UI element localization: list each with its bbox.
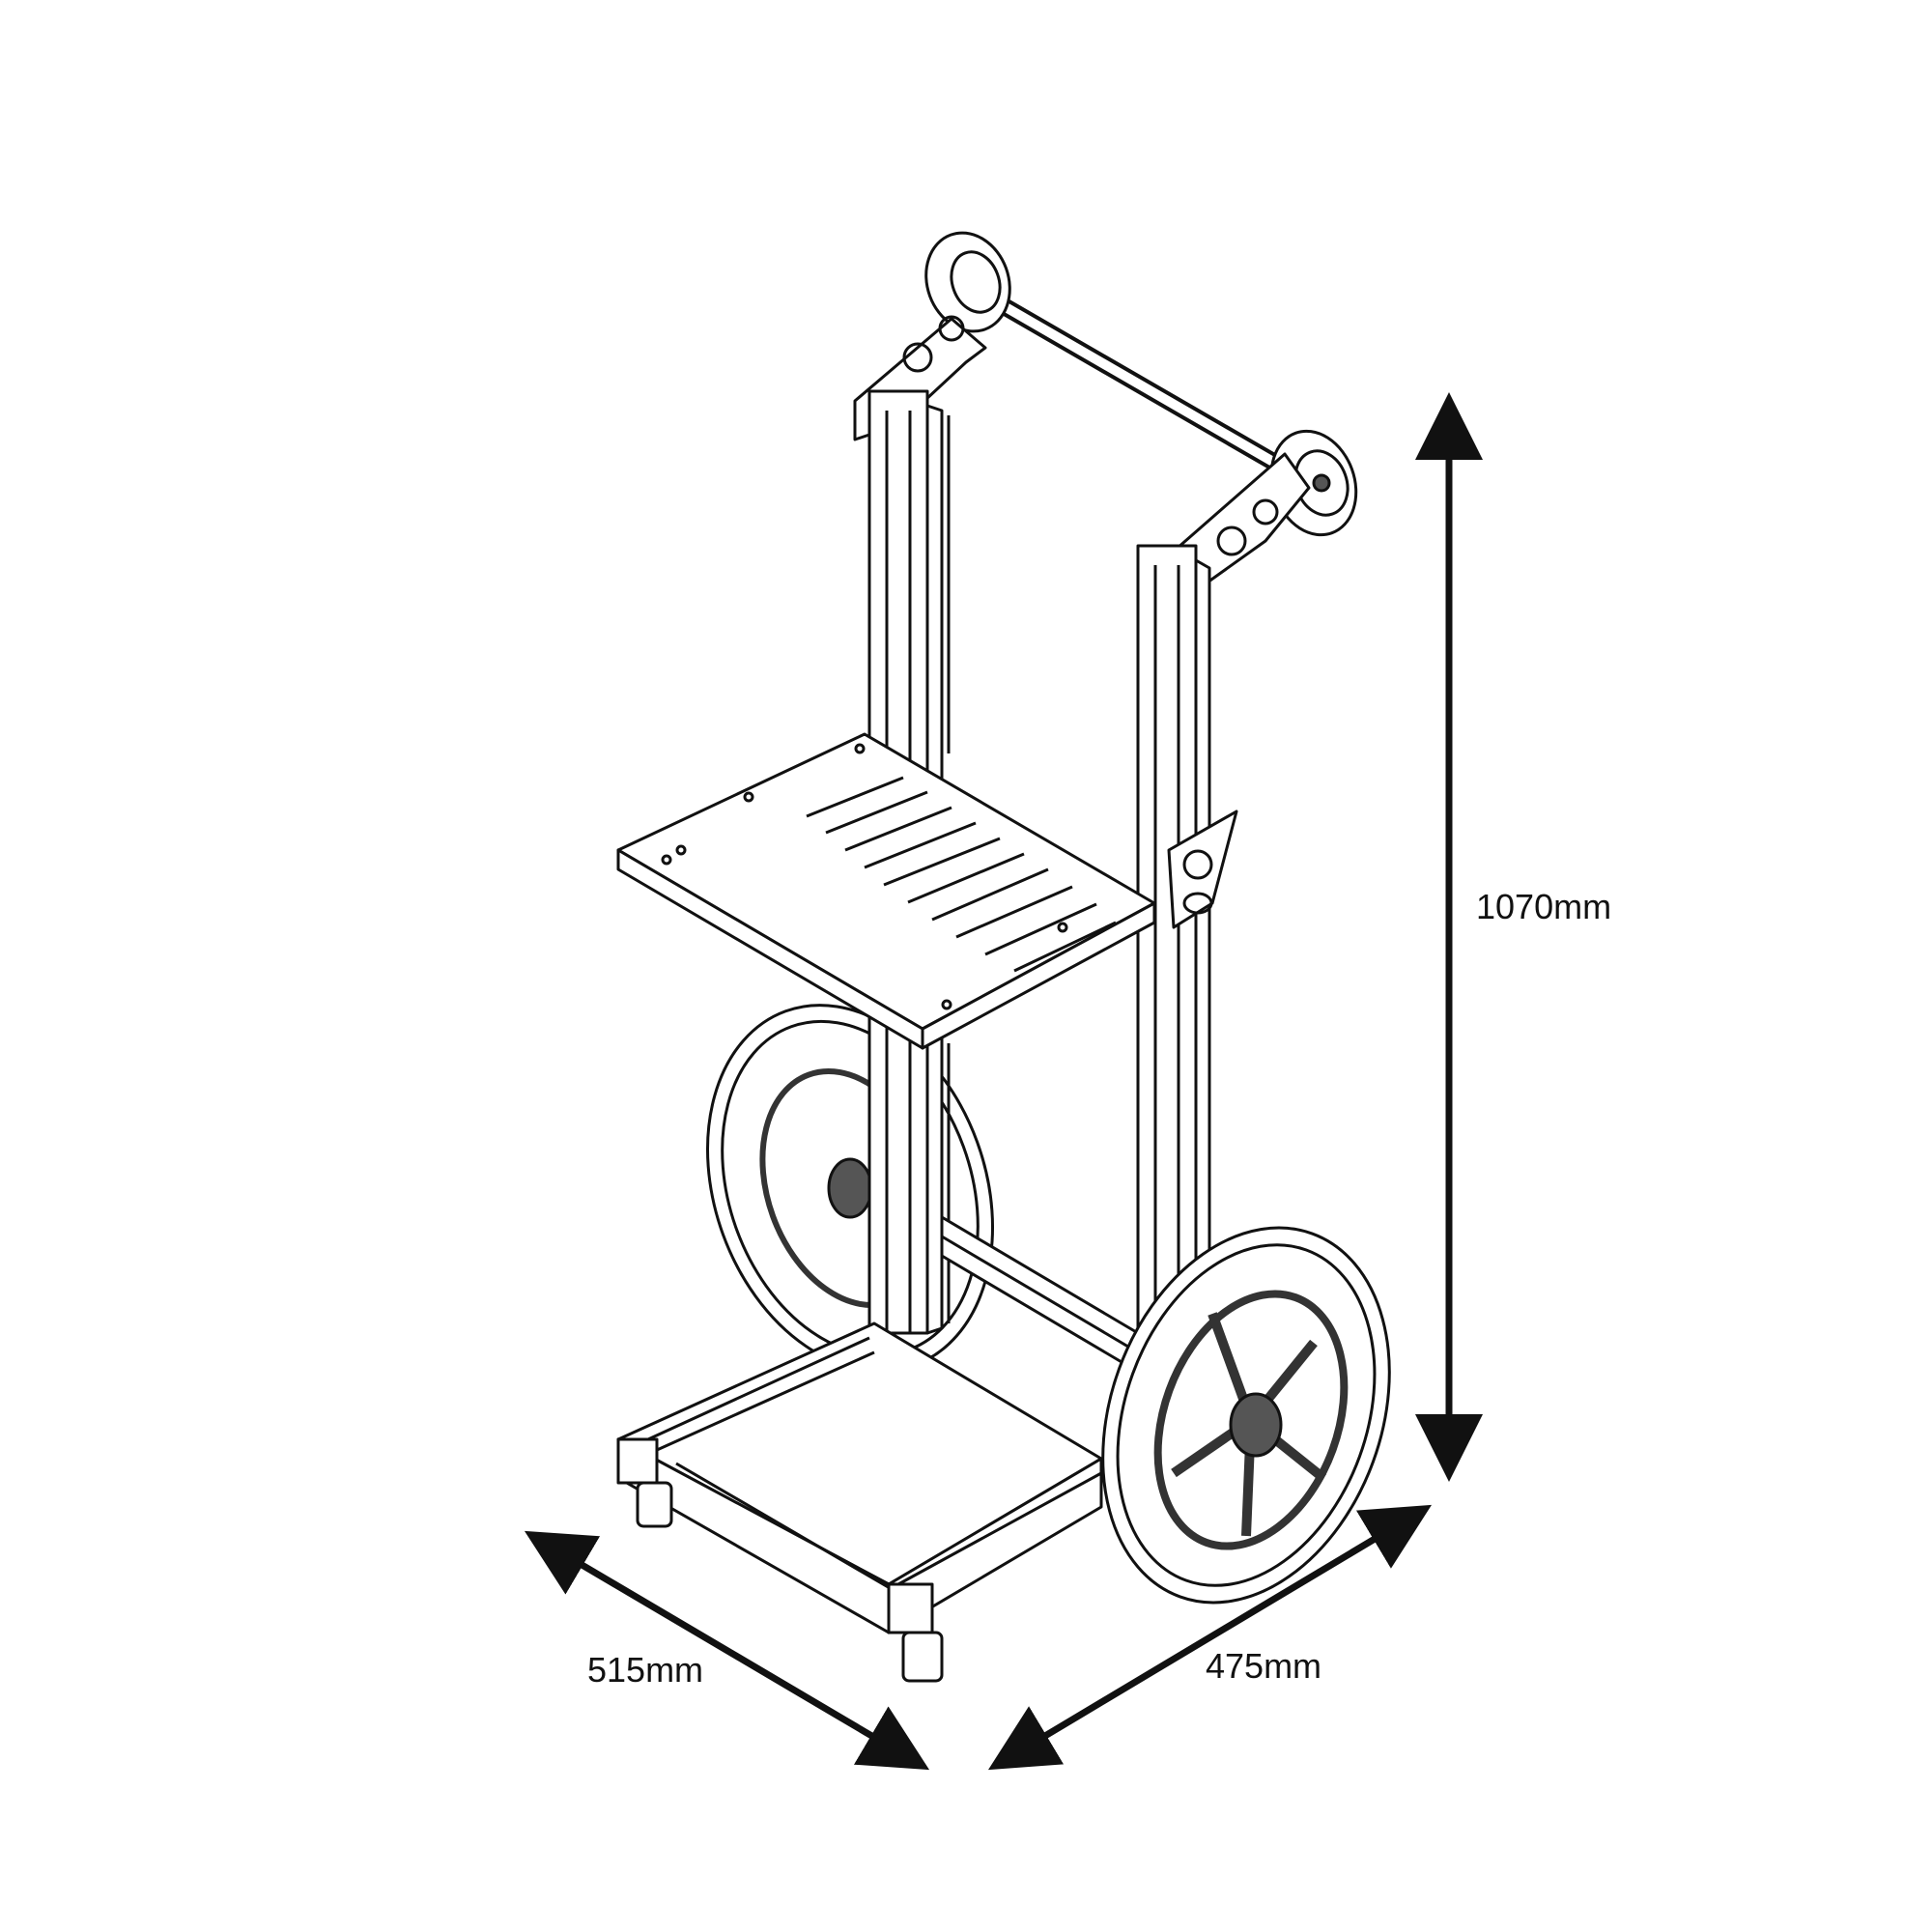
- width-dimension-label: 475mm: [1206, 1646, 1322, 1686]
- shelf: [616, 732, 1238, 1050]
- front-right-wheel: [1101, 1226, 1391, 1605]
- feet: [636, 1481, 944, 1683]
- depth-dimension-arrow: [524, 1530, 930, 1771]
- right-upright-post: [1136, 544, 1211, 1359]
- width-dimension-arrow: [987, 1504, 1433, 1771]
- base-frame: [616, 1321, 1103, 1634]
- depth-dimension-label: 515mm: [587, 1650, 704, 1690]
- height-dimension-label: 1070mm: [1476, 887, 1612, 926]
- trolley-illustration: [616, 231, 1391, 1683]
